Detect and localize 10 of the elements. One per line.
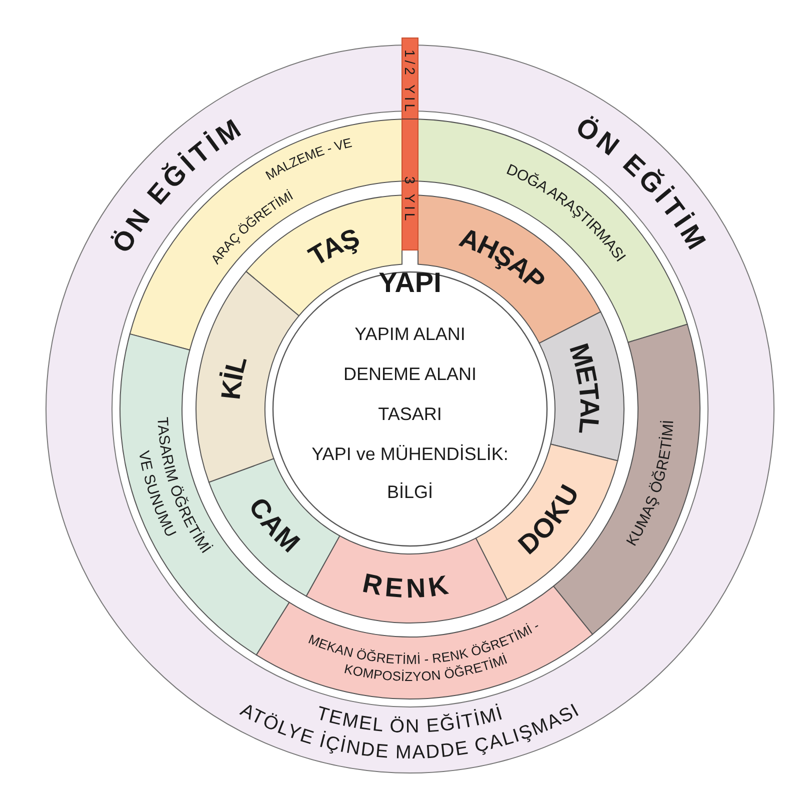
ring-label: KİL <box>216 352 253 402</box>
ring-label: TAŞ <box>304 222 364 272</box>
circle-label: DENEME ALANI <box>343 364 477 384</box>
circle-label: TASARI <box>378 404 442 424</box>
bar-label: 1/2 YIL <box>402 49 418 115</box>
circle-heading: YAPI <box>378 267 442 298</box>
bar-label: 3 YIL <box>402 176 418 224</box>
circle-label: YAPI ve MÜHENDİSLİK: BİLGİ <box>312 444 508 502</box>
ring-label: RENK <box>360 568 454 604</box>
circle-label: YAPIM ALANI <box>354 324 466 344</box>
